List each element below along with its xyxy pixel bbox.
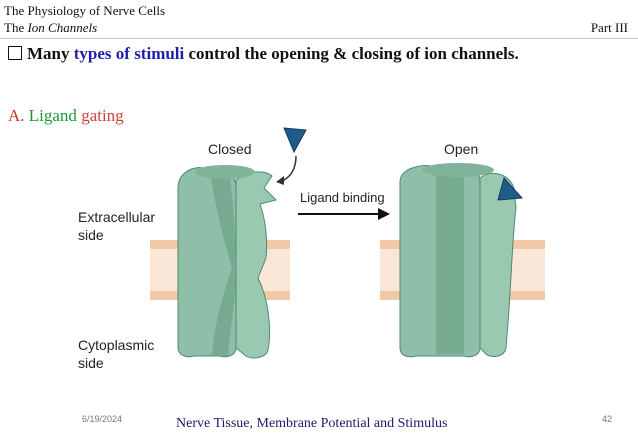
part-label: Part III — [590, 20, 628, 35]
open-channel — [399, 163, 517, 358]
heading-before: Many — [27, 44, 74, 63]
closed-channel — [177, 165, 277, 359]
closed-label: Closed — [208, 141, 252, 157]
footer-title: Nerve Tissue, Membrane Potential and Sti… — [176, 416, 448, 431]
ligand-closed-icon — [283, 127, 307, 154]
cytoplasmic-label-2: side — [78, 355, 104, 371]
subheading-word2: gating — [76, 106, 124, 125]
ligand-binding-label: Ligand binding — [300, 190, 385, 205]
extracellular-label-2: side — [78, 227, 104, 243]
ligand-gating-figure: Closed Open Ligand binding Extracellular… — [78, 127, 545, 371]
header-divider — [0, 38, 638, 39]
cytoplasmic-label-1: Cytoplasmic — [78, 337, 154, 353]
header-subtitle: The Ion Channels — [4, 20, 97, 36]
subheading-letter: A. — [8, 106, 29, 125]
heading-highlight: types of stimuli — [73, 44, 185, 63]
open-label: Open — [444, 141, 478, 157]
header-subtitle-italic: Ion Channels — [27, 20, 98, 35]
slide-heading: Many types of stimuli control the openin… — [8, 44, 519, 64]
subheading-word1: Ligand — [28, 106, 77, 125]
heading-after: control the opening & closing of ion cha… — [184, 44, 519, 63]
footer-date: 6/19/2024 — [82, 414, 123, 424]
header-subtitle-prefix: The — [4, 20, 28, 35]
ligand-bound-icon — [497, 176, 524, 201]
subheading: A. Ligand gating — [8, 106, 124, 126]
checkbox-bullet-icon — [8, 46, 22, 60]
header-title: The Physiology of Nerve Cells — [4, 3, 166, 18]
extracellular-label-1: Extracellular — [78, 209, 155, 225]
page-number: 42 — [601, 414, 612, 424]
